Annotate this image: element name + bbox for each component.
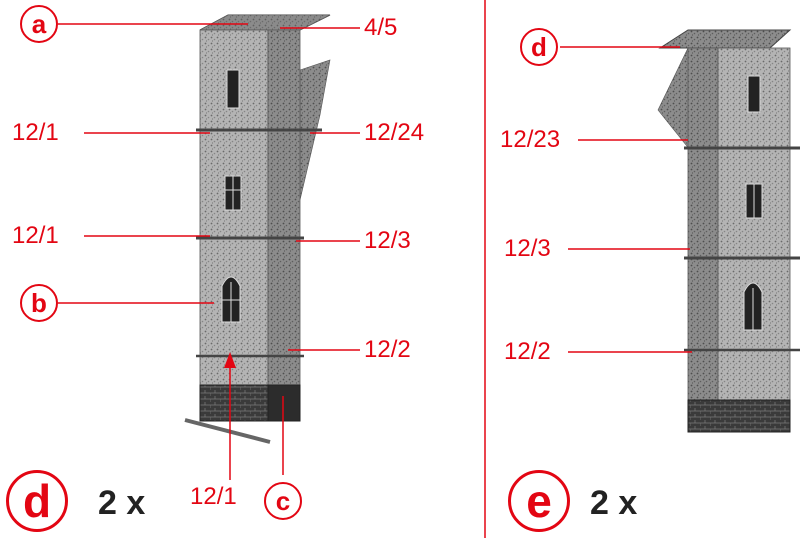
quantity-left: 2 x	[98, 484, 146, 522]
label-left-1: 12/1	[12, 119, 59, 146]
tower-left	[184, 14, 331, 444]
quantity-right: 2 x	[590, 484, 638, 522]
label-top: 4/5	[364, 14, 398, 41]
leader-lines-right	[560, 46, 692, 353]
step-marker-right: e	[508, 470, 570, 532]
label-right-panel-1: 12/23	[500, 126, 561, 153]
leader-lines-left	[58, 23, 360, 480]
callout-circle-a: a	[20, 5, 58, 43]
step-marker-left: d	[6, 470, 68, 532]
callout-circle-d: d	[520, 28, 558, 66]
label-right-panel-2: 12/3	[504, 235, 551, 262]
arrow-head	[224, 352, 236, 368]
label-right-panel-3: 12/2	[504, 338, 551, 365]
label-right-3: 12/2	[364, 336, 411, 363]
label-bottom: 12/1	[190, 483, 237, 510]
callout-circle-b: b	[20, 284, 58, 322]
tower-right	[657, 29, 800, 433]
callout-circle-c: c	[264, 482, 302, 520]
label-right-1: 12/24	[364, 119, 425, 146]
label-left-2: 12/1	[12, 222, 59, 249]
label-right-2: 12/3	[364, 227, 411, 254]
